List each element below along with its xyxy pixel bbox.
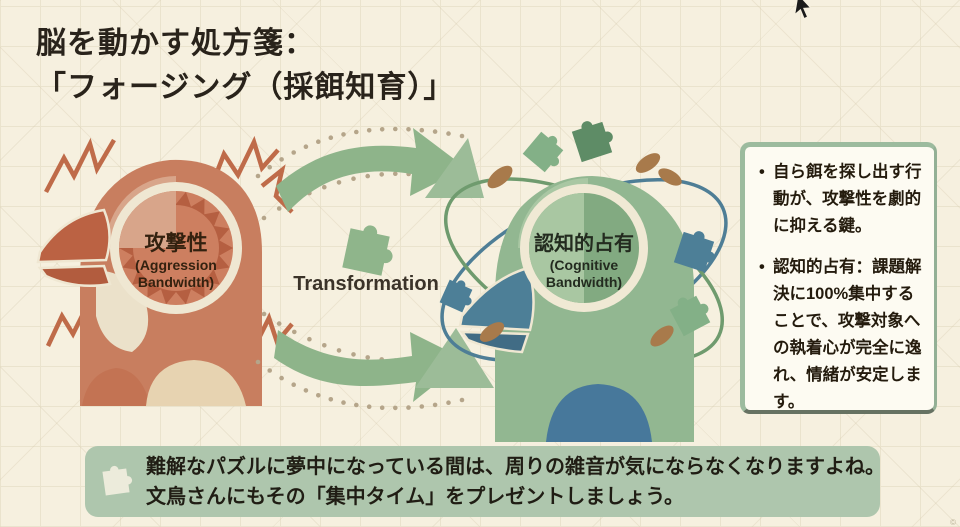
key-point-item: 認知的占有：課題解決に100%集中することで、攻撃対象への執着心が完全に逸れ、情…: [759, 254, 925, 410]
seed-icons: [479, 153, 682, 347]
key-point-item: 自ら餌を探し出す行動が、攻撃性を劇的に抑える鍵。: [759, 159, 925, 240]
brain-transformation-diagram: 攻撃性 (Aggression Bandwidth) Transformatio…: [36, 120, 728, 442]
red-bird-beak: [36, 208, 112, 288]
green-bird-beak: [458, 266, 535, 354]
watermark: ©: [950, 518, 957, 527]
puzzle-piece-icon: [342, 221, 399, 278]
key-points-panel: 自ら餌を探し出す行動が、攻撃性を劇的に抑える鍵。 認知的占有：課題解決に100%…: [740, 142, 937, 414]
aggression-label: 攻撃性: [145, 231, 208, 255]
triangle-decoration: [425, 138, 484, 198]
mouse-cursor-icon: [793, 0, 813, 20]
cognitive-brain-circle: 認知的占有 (Cognitive Bandwidth): [520, 184, 648, 312]
transformation-label: Transformation: [293, 273, 439, 295]
banner-line-2: 文鳥さんにもその「集中タイム」をプレゼントしましょう。: [146, 485, 684, 508]
title-line-1: 脳を動かす処方箋：: [36, 27, 315, 60]
aggressive-bird-illustration: 攻撃性 (Aggression Bandwidth): [36, 135, 294, 406]
page-title: 脳を動かす処方箋： 「フォージング（採餌知育）」: [36, 22, 454, 110]
key-points-list: 自ら餌を探し出す行動が、攻撃性を劇的に抑える鍵。 認知的占有：課題解決に100%…: [759, 159, 925, 410]
triangle-decoration: [415, 328, 494, 388]
bottom-banner: 難解なパズルに夢中になっている間は、周りの雑音が気にならなくなりますよね。 文鳥…: [85, 446, 885, 517]
puzzle-icon: [101, 463, 134, 496]
cognitive-sublabel-1: (Cognitive: [550, 257, 619, 273]
title-line-2: 「フォージング（採餌知育）」: [36, 71, 455, 104]
banner-line-1: 難解なパズルに夢中になっている間は、周りの雑音が気にならなくなりますよね。: [146, 455, 885, 478]
aggression-sublabel-2: Bandwidth): [138, 274, 214, 290]
cognitive-label: 認知的占有: [534, 231, 634, 255]
calm-bird-illustration: 認知的占有 (Cognitive Bandwidth): [415, 120, 728, 442]
top-arrow-icon: [276, 128, 466, 212]
banner-text: 難解なパズルに夢中になっている間は、周りの雑音が気にならなくなりますよね。 文鳥…: [146, 452, 885, 512]
aggression-brain-circle: 攻撃性 (Aggression Bandwidth): [110, 182, 242, 314]
aggression-sublabel-1: (Aggression: [135, 257, 217, 273]
cognitive-sublabel-2: Bandwidth): [546, 274, 622, 290]
